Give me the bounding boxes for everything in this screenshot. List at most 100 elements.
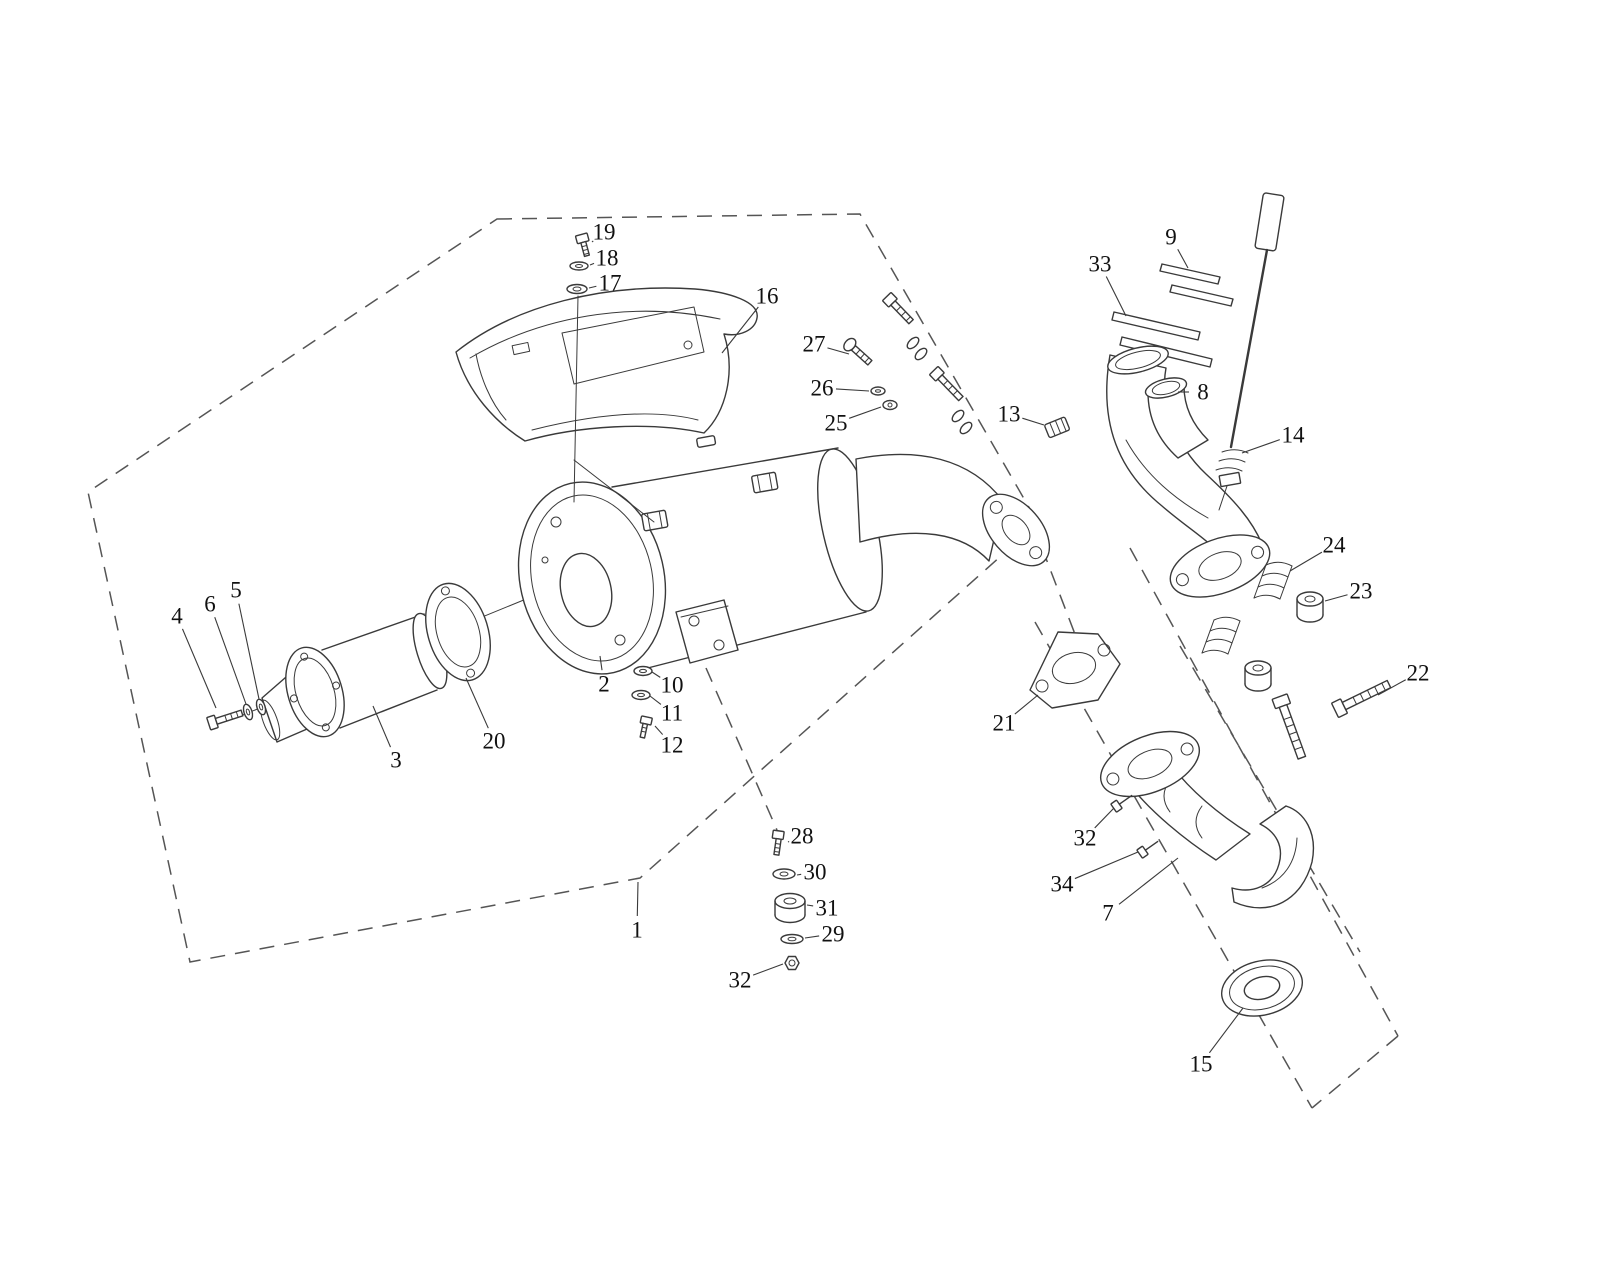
callout-label-11-20: 11 bbox=[661, 701, 683, 726]
callout-leader-25-6 bbox=[849, 406, 882, 419]
pipe-7-drawing bbox=[1099, 730, 1314, 909]
callout-label-19-0: 19 bbox=[593, 220, 616, 245]
washer-6-drawing bbox=[242, 703, 254, 721]
callout-label-9-8: 9 bbox=[1165, 225, 1177, 250]
callout-label-33-7: 33 bbox=[1089, 252, 1112, 277]
callout-label-20-23: 20 bbox=[483, 729, 506, 754]
callout-label-18-1: 18 bbox=[596, 246, 619, 271]
callout-label-5-17: 5 bbox=[230, 578, 242, 603]
callout-label-12-21: 12 bbox=[661, 733, 684, 758]
hanger-stack-drawing bbox=[771, 829, 806, 971]
sensor-rod-14-drawing bbox=[1215, 192, 1285, 511]
muffler-body-drawing bbox=[517, 435, 1051, 675]
bushing-23-drawing bbox=[1296, 591, 1324, 623]
heat-shield-drawing bbox=[455, 287, 758, 442]
callout-leader-12-21 bbox=[654, 725, 664, 735]
callout-leader-22-14 bbox=[1377, 679, 1406, 696]
callout-leader-27-4 bbox=[827, 347, 850, 355]
callout-label-8-9: 8 bbox=[1197, 380, 1209, 405]
callout-leader-26-5 bbox=[835, 388, 870, 392]
screw-27-drawing bbox=[843, 337, 873, 366]
callout-leader-32-29 bbox=[752, 963, 784, 976]
spring-lower-drawing bbox=[1201, 616, 1241, 655]
callout-label-4-15: 4 bbox=[171, 604, 183, 629]
callout-leader-18-1 bbox=[589, 262, 595, 266]
callout-leader-29-28 bbox=[804, 935, 820, 939]
callout-label-34-32: 34 bbox=[1051, 872, 1075, 897]
callout-label-24-12: 24 bbox=[1323, 533, 1347, 558]
callout-label-1-30: 1 bbox=[631, 918, 643, 943]
callout-leader-33-7 bbox=[1105, 276, 1127, 317]
callout-leader-9-8 bbox=[1177, 249, 1189, 269]
bolt-19-drawing bbox=[574, 232, 591, 258]
bolt-4-drawing bbox=[206, 709, 244, 731]
callout-label-15-34: 15 bbox=[1190, 1052, 1213, 1077]
callout-leader-32-31 bbox=[1094, 807, 1115, 829]
callout-leader-2-18 bbox=[599, 655, 603, 671]
grommet-15-drawing bbox=[1220, 959, 1304, 1017]
manifold-pipe-8-drawing bbox=[1106, 345, 1271, 598]
callout-leader-1-30 bbox=[636, 881, 639, 917]
callout-label-29-28: 29 bbox=[822, 922, 845, 947]
washer-17-drawing bbox=[566, 283, 588, 295]
callout-leader-21-24 bbox=[1014, 694, 1039, 715]
callout-leader-15-34 bbox=[1208, 1007, 1244, 1054]
callout-leader-5-17 bbox=[238, 603, 260, 700]
callout-leader-20-23 bbox=[465, 677, 489, 729]
callout-label-25-6: 25 bbox=[825, 411, 848, 436]
callout-label-32-31: 32 bbox=[1074, 826, 1097, 851]
callout-label-16-3: 16 bbox=[756, 284, 779, 309]
callout-label-30-26: 30 bbox=[804, 860, 827, 885]
washer-5-drawing bbox=[255, 698, 267, 716]
bolt-22a-drawing bbox=[1331, 679, 1392, 718]
callout-leader-16-3 bbox=[721, 306, 759, 354]
tip-flange-drawing bbox=[285, 646, 345, 738]
callout-leader-34-32 bbox=[1074, 851, 1139, 880]
callout-leader-10-19 bbox=[651, 671, 661, 678]
callout-label-32-29: 32 bbox=[729, 968, 752, 993]
callout-label-14-11: 14 bbox=[1282, 423, 1306, 448]
callout-label-21-24: 21 bbox=[993, 711, 1016, 736]
dashed-boundary bbox=[87, 213, 1399, 1109]
callout-leader-30-26 bbox=[796, 873, 802, 876]
callout-label-2-18: 2 bbox=[598, 672, 610, 697]
callout-leader-24-12 bbox=[1289, 551, 1323, 572]
callout-leader-17-2 bbox=[588, 285, 597, 289]
bushing-lower-drawing bbox=[1244, 660, 1272, 692]
callout-leader-31-27 bbox=[806, 904, 814, 907]
callout-leader-23-13 bbox=[1324, 594, 1348, 602]
gasket-21-drawing bbox=[1029, 631, 1121, 709]
nut-25-drawing bbox=[882, 399, 898, 411]
callout-label-26-5: 26 bbox=[811, 376, 834, 401]
callout-label-23-13: 23 bbox=[1350, 579, 1373, 604]
callout-leader-11-20 bbox=[649, 695, 662, 705]
callout-label-3-22: 3 bbox=[390, 748, 402, 773]
callout-leader-4-15 bbox=[181, 628, 217, 709]
callout-label-6-16: 6 bbox=[204, 592, 216, 617]
callout-label-10-19: 10 bbox=[661, 673, 684, 698]
callout-leader-19-0 bbox=[591, 240, 594, 243]
spring-24-drawing bbox=[1253, 561, 1293, 600]
callout-label-17-2: 17 bbox=[599, 271, 622, 296]
gasket-20-drawing bbox=[425, 582, 491, 682]
stack-10-11-12-drawing bbox=[631, 665, 653, 739]
callout-label-28-25: 28 bbox=[791, 824, 814, 849]
bolt-22b-drawing bbox=[1271, 693, 1307, 760]
callout-label-7-33: 7 bbox=[1102, 901, 1114, 926]
callout-leader-14-11 bbox=[1241, 439, 1280, 454]
washer-18-drawing bbox=[569, 261, 589, 271]
shield-bolt-axis-line bbox=[573, 295, 655, 523]
callout-leader-3-22 bbox=[372, 705, 392, 748]
upper-right-fasteners-drawing bbox=[882, 292, 973, 435]
connector-13-drawing bbox=[1044, 416, 1070, 439]
shield-strips-9-drawing bbox=[1159, 263, 1234, 307]
callout-leader-6-16 bbox=[214, 616, 247, 705]
callout-leader-7-33 bbox=[1118, 857, 1179, 905]
callout-leader-13-10 bbox=[1022, 417, 1045, 426]
callout-label-31-27: 31 bbox=[816, 896, 839, 921]
callout-label-27-4: 27 bbox=[803, 332, 826, 357]
callout-label-13-10: 13 bbox=[998, 402, 1021, 427]
